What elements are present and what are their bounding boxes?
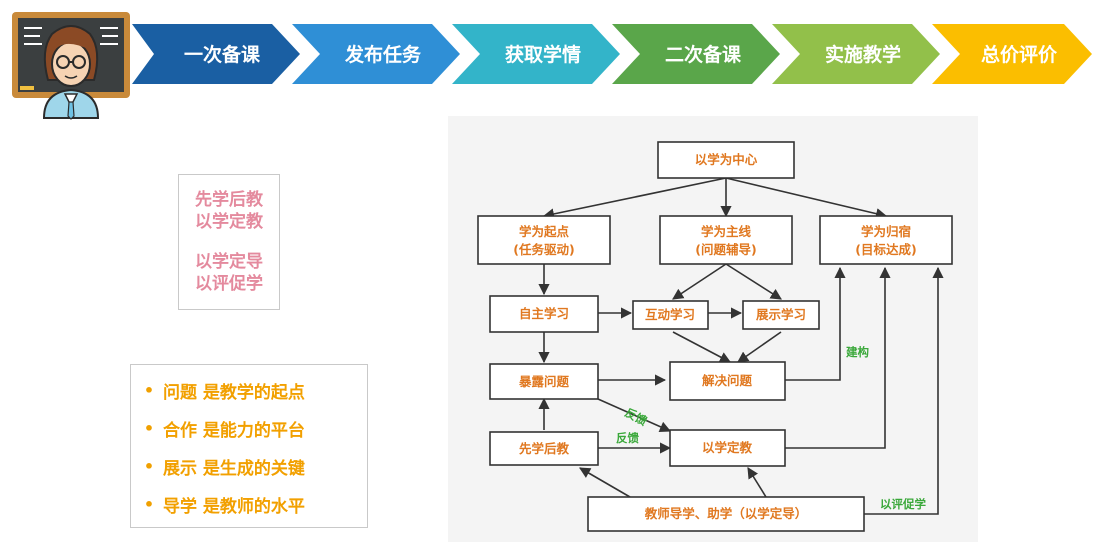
- step-1-label: 一次备课: [184, 43, 261, 66]
- list-item: • 导学 是教师的水平: [139, 485, 367, 523]
- bullet-icon: •: [143, 380, 155, 400]
- step-4: 二次备课: [612, 24, 780, 84]
- edge-label-evaluate: 以评促学: [880, 497, 926, 511]
- flow-diagram: 以学为中心 学为起点 (任务驱动) 学为主线 (问题辅导) 学为归宿 (目标达成…: [448, 116, 978, 542]
- svg-text:先学后教: 先学后教: [519, 441, 570, 456]
- principles-box: 先学后教 以学定教 以学定导 以评促学: [178, 174, 280, 310]
- principle-line: 以学定教: [195, 212, 263, 232]
- step-2: 发布任务: [292, 24, 460, 84]
- node-solve: 解决问题: [669, 361, 786, 401]
- list-item-text: 问题 是教学的起点: [163, 382, 305, 403]
- step-6-label: 总价评价: [981, 43, 1058, 66]
- svg-text:学为起点: 学为起点: [519, 224, 570, 239]
- list-item: • 展示 是生成的关键: [139, 447, 367, 485]
- key-points-box: • 问题 是教学的起点 • 合作 是能力的平台 • 展示 是生成的关键 • 导学…: [130, 364, 368, 528]
- node-expose: 暴露问题: [489, 363, 599, 400]
- step-3-label: 获取学情: [505, 43, 581, 66]
- node-show: 展示学习: [742, 300, 820, 330]
- process-steps: 一次备课 发布任务 获取学情 二次备课 实施教学 总价评价: [132, 24, 1092, 84]
- list-item-text: 展示 是生成的关键: [163, 458, 305, 479]
- svg-text:(目标达成): (目标达成): [855, 242, 916, 257]
- step-6: 总价评价: [932, 24, 1092, 84]
- node-start: 学为起点 (任务驱动): [477, 215, 611, 265]
- svg-text:自主学习: 自主学习: [519, 306, 569, 321]
- svg-text:以学为中心: 以学为中心: [695, 152, 758, 167]
- node-teach-by-learn: 以学定教: [669, 429, 786, 467]
- svg-text:暴露问题: 暴露问题: [518, 374, 570, 389]
- node-main: 学为主线 (问题辅导): [659, 215, 793, 265]
- svg-text:(任务驱动): (任务驱动): [513, 242, 574, 257]
- node-self-study: 自主学习: [489, 295, 599, 333]
- principle-line: 以评促学: [195, 274, 263, 294]
- edge-label-build: 建构: [846, 345, 869, 359]
- step-4-label: 二次备课: [665, 43, 742, 66]
- list-item-text: 合作 是能力的平台: [163, 420, 305, 441]
- svg-text:互动学习: 互动学习: [645, 307, 695, 322]
- svg-text:学为归宿: 学为归宿: [861, 224, 911, 239]
- teacher-avatar: [12, 12, 130, 120]
- bullet-icon: •: [143, 494, 155, 514]
- node-goal: 学为归宿 (目标达成): [819, 215, 953, 265]
- svg-text:教师导学、助学（以学定导）: 教师导学、助学（以学定导）: [644, 506, 808, 521]
- bullet-icon: •: [143, 418, 155, 438]
- list-item: • 合作 是能力的平台: [139, 409, 367, 447]
- node-learn-first: 先学后教: [489, 431, 599, 466]
- node-interact: 互动学习: [632, 300, 709, 330]
- svg-text:(问题辅导): (问题辅导): [695, 242, 756, 257]
- flow-edges: [538, 177, 944, 515]
- list-item-text: 导学 是教师的水平: [163, 496, 305, 517]
- node-guide: 教师导学、助学（以学定导）: [587, 496, 865, 532]
- bullet-icon: •: [143, 456, 155, 476]
- step-1: 一次备课: [132, 24, 300, 84]
- step-5-label: 实施教学: [825, 43, 901, 66]
- principle-line: 以学定导: [195, 252, 263, 272]
- principle-line: 先学后教: [195, 190, 263, 210]
- list-item: • 问题 是教学的起点: [139, 371, 367, 409]
- svg-text:解决问题: 解决问题: [702, 373, 753, 388]
- step-2-label: 发布任务: [344, 43, 422, 66]
- step-5: 实施教学: [772, 24, 940, 84]
- edge-label-feedback: 反馈: [623, 405, 650, 428]
- node-center: 以学为中心: [657, 141, 795, 179]
- svg-text:以学定教: 以学定教: [702, 440, 753, 455]
- edge-label-feedback: 反馈: [616, 431, 639, 445]
- svg-text:展示学习: 展示学习: [756, 307, 806, 322]
- svg-text:学为主线: 学为主线: [701, 224, 752, 239]
- step-3: 获取学情: [452, 24, 620, 84]
